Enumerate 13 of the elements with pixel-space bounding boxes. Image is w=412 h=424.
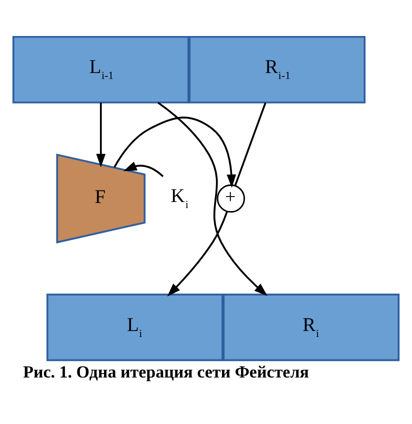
arrow — [114, 116, 236, 188]
arrow — [123, 161, 164, 177]
node-box: R$_{i}$ — [222, 293, 400, 361]
node-text: K$_{i}$ — [170, 185, 188, 210]
connector — [234, 102, 266, 186]
node-box: L$_{i-1}$ — [12, 35, 190, 103]
node-circle: + — [216, 184, 246, 212]
node-box: L$_{i}$ — [46, 293, 224, 361]
node-box: R$_{i-1}$ — [188, 35, 366, 103]
arrow — [167, 210, 228, 296]
arrow — [96, 102, 106, 167]
arrow — [158, 101, 268, 296]
caption: Рис. 1. Одна итерация сети Фейстеля — [23, 362, 309, 381]
